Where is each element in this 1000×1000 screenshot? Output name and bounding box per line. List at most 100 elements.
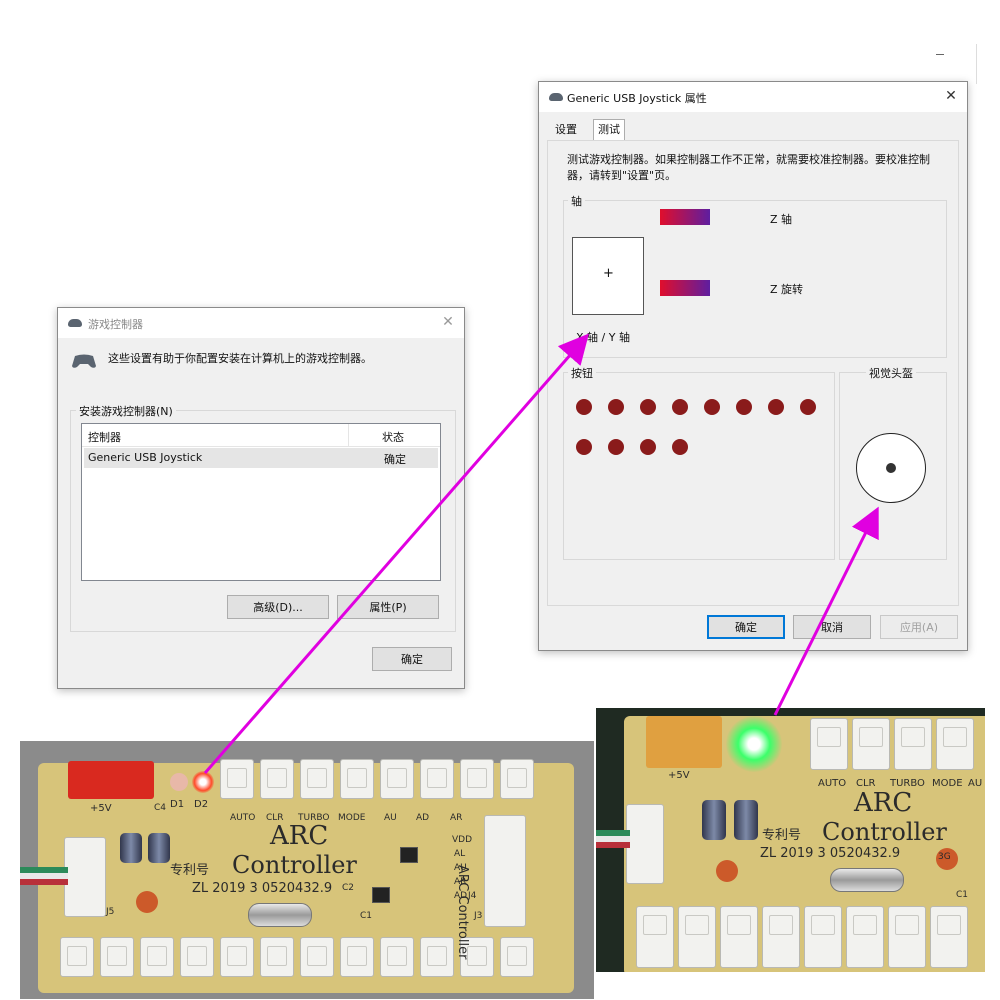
window-title: Generic USB Joystick 属性 [567,92,707,105]
pin-label-clr: CLR [856,778,876,789]
connector [500,759,534,799]
button-indicator-8 [800,399,816,415]
installed-controllers-label: 安装游戏控制器(N) [76,403,176,419]
pin-label-au: AU [384,813,397,823]
connector [380,937,414,977]
connector [60,937,94,977]
button-indicator-3 [640,399,656,415]
table-row[interactable]: Generic USB Joystick 确定 [84,448,438,468]
board-title-line1: ARC [854,788,913,818]
label-c2: C2 [342,883,355,893]
properties-button[interactable]: 属性(P) [337,595,439,619]
board-photo-left: ARC Controller 专利号 ZL 2019 3 0520432.9 +… [20,741,594,999]
connector [380,759,414,799]
column-status[interactable]: 状态 [382,431,404,444]
close-icon[interactable]: ✕ [945,88,957,104]
label-5v: +5V [90,803,112,814]
gamepad-icon [71,354,97,370]
window-title: 游戏控制器 [88,318,143,331]
z-rotation-label: Z 旋转 [770,283,804,296]
gamepad-icon [68,319,82,327]
controllers-list[interactable]: 控制器 状态 Generic USB Joystick 确定 [81,423,441,581]
connector [636,906,674,968]
z-rotation-bar [660,280,710,296]
side-connector [484,815,526,927]
z-axis-bar [660,209,710,225]
side-label-al: AL [454,849,466,859]
close-icon[interactable]: ✕ [442,314,454,330]
column-controller[interactable]: 控制器 [88,431,121,444]
capacitor [702,800,726,840]
pin-label-mode: MODE [932,778,963,789]
crystal-oscillator [830,868,904,892]
power-connector [68,761,154,799]
board-title-line1: ARC [270,821,329,851]
apply-button[interactable]: 应用(A) [880,615,958,639]
joystick-properties-dialog: Generic USB Joystick 属性 ✕ 设置 测试 测试游戏控制器。… [538,81,968,651]
patent-label: 专利号 [762,828,802,843]
gamepad-icon [549,93,563,101]
label-d2: D2 [194,799,209,810]
tab-settings[interactable]: 设置 [555,123,577,136]
installed-controllers-group: 安装游戏控制器(N) 控制器 状态 Generic USB Joystick 确… [70,403,456,632]
connector [894,718,932,770]
button-indicator-10 [608,439,624,455]
pin-label-turbo: TURBO [890,778,925,789]
title-bar[interactable]: Generic USB Joystick 属性 ✕ [539,82,967,112]
smd-component [400,847,418,863]
crystal-oscillator [248,903,312,927]
controller-status: 确定 [384,453,406,466]
buttons-label: 按钮 [568,365,596,381]
label-c4: C4 [154,803,167,813]
cable-wires [596,830,630,848]
button-indicator-11 [640,439,656,455]
connector [260,759,294,799]
board-title-line2: Controller [232,851,357,879]
advanced-button[interactable]: 高级(D)... [227,595,329,619]
patent-label: 专利号 [170,863,210,878]
side-label-ad: AD [454,891,468,901]
connector [804,906,842,968]
power-connector [646,716,722,768]
button-indicator-12 [672,439,688,455]
connector [300,937,334,977]
cancel-button[interactable]: 取消 [793,615,871,639]
connector [300,759,334,799]
status-led [170,773,188,791]
pov-group: 视觉头盔 [839,365,947,560]
list-header: 控制器 状态 [82,424,440,447]
ok-button[interactable]: 确定 [372,647,452,671]
button-indicator-7 [768,399,784,415]
ceramic-capacitor [136,891,158,913]
smd-component [372,887,390,903]
connector [340,759,374,799]
button-indicator-1 [576,399,592,415]
connector [888,906,926,968]
board-photo-right: ARC Controller 专利号 ZL 2019 3 0520432.9 +… [596,708,985,972]
crosshair-icon: + [603,266,614,281]
button-indicator-2 [608,399,624,415]
capacitor [120,833,142,863]
pin-label-auto: AUTO [230,813,256,823]
axes-label: 轴 [568,193,585,209]
xy-axis-label: X 轴 / Y 轴 [576,331,630,344]
title-bar[interactable]: 游戏控制器 ✕ [58,308,464,338]
pin-label-mode: MODE [338,813,366,823]
tab-test[interactable]: 测试 [593,119,625,140]
connector [100,937,134,977]
label-j5: J5 [106,907,115,917]
pin-label-ar: AR [450,813,463,823]
button-indicator-6 [736,399,752,415]
connector [420,937,454,977]
ok-button[interactable]: 确定 [707,615,785,639]
label-j3: J3 [474,911,483,921]
label-3g: 3G [938,852,951,862]
connector [140,937,174,977]
game-controllers-dialog: 游戏控制器 ✕ 这些设置有助于你配置安装在计算机上的游戏控制器。 安装游戏控制器… [57,307,465,689]
pov-label: 视觉头盔 [866,365,916,381]
xy-axis-box: + [572,237,644,315]
connector [420,759,454,799]
pov-center-dot [886,463,896,473]
cable-wires [20,867,68,885]
minimize-icon[interactable] [936,54,944,55]
